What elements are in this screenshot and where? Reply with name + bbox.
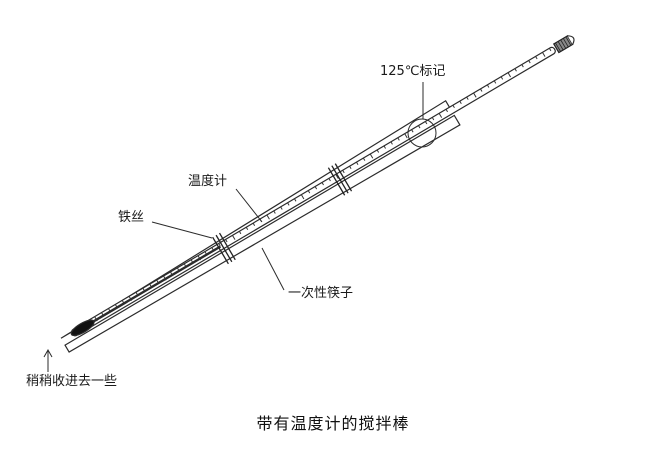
scale-tick — [459, 100, 462, 104]
label-wire: 铁丝 — [118, 210, 145, 225]
scale-tick — [548, 48, 552, 52]
scale-tick — [232, 235, 236, 240]
scale-tick — [204, 251, 207, 255]
scale-tick — [473, 92, 477, 98]
scale-tick — [390, 141, 393, 145]
scale-tick — [225, 239, 228, 243]
scale-tick — [424, 121, 428, 125]
label-thermometer: 温度计 — [188, 174, 228, 189]
scale-tick — [211, 247, 214, 251]
scale-tick — [356, 161, 359, 165]
label-125-mark: 125℃标记 — [380, 64, 446, 79]
scale-tick — [369, 153, 374, 159]
scale-tick — [452, 104, 455, 109]
scale-tick — [514, 68, 517, 72]
scale-tick — [176, 267, 180, 271]
chopstick-lower — [64, 114, 461, 353]
scale-tick — [108, 308, 111, 312]
scale-tick — [294, 198, 297, 202]
label-retract: 稍稍收进去一些 — [26, 374, 118, 389]
scale-tick — [397, 137, 400, 141]
thermometer-liquid — [82, 245, 222, 329]
scale-tick — [321, 182, 324, 186]
scale-tick — [273, 210, 276, 214]
scale-tick — [300, 194, 305, 200]
scale-tick — [535, 56, 538, 60]
scale-tick — [307, 190, 311, 194]
scale-tick — [404, 133, 408, 139]
scale-tick — [466, 96, 469, 100]
scale-tick — [328, 178, 331, 182]
scale-tick — [252, 222, 256, 226]
mark-125-circle — [407, 118, 437, 148]
scale-tick — [480, 88, 483, 92]
thermometer-scale — [94, 48, 552, 322]
scale-tick — [183, 263, 187, 267]
scale-tick — [507, 72, 512, 78]
scale-tick — [486, 84, 490, 88]
scale-tick — [528, 60, 531, 64]
scale-tick — [266, 214, 270, 220]
scale-tick — [431, 117, 435, 121]
scale-tick — [163, 275, 167, 281]
scale-tick — [142, 287, 145, 292]
chopsticks-leader — [261, 247, 285, 291]
scale-tick — [245, 226, 249, 231]
scale-tick — [114, 304, 118, 308]
label-chopsticks: 一次性筷子 — [288, 286, 354, 301]
scale-tick — [542, 52, 546, 57]
scale-tick — [500, 76, 504, 80]
scale-tick — [238, 231, 242, 235]
scale-tick — [335, 174, 339, 179]
scale-tick — [521, 64, 524, 68]
scale-tick — [121, 300, 125, 304]
wire-binding-lower — [212, 232, 236, 265]
scale-tick — [197, 255, 201, 261]
scale-tick — [170, 271, 173, 275]
wire-leader — [151, 221, 213, 239]
scale-tick — [411, 129, 414, 133]
scale-tick — [493, 80, 497, 84]
wire-binding-upper — [327, 163, 353, 196]
scale-tick — [190, 259, 194, 263]
scale-tick — [376, 149, 380, 153]
scale-tick — [101, 312, 104, 316]
scale-tick — [156, 279, 159, 283]
retract-arrow-icon — [43, 348, 53, 358]
scale-tick — [383, 145, 386, 149]
thermometer-leader — [235, 188, 263, 223]
scale-tick — [342, 170, 345, 174]
thermometer-end — [567, 35, 575, 45]
scale-tick — [135, 292, 138, 296]
scale-tick — [445, 109, 448, 113]
chopstick-upper — [60, 99, 452, 339]
scale-tick — [418, 125, 421, 129]
scale-tick — [280, 206, 283, 210]
scale-tick — [438, 113, 443, 118]
scale-tick — [362, 157, 366, 161]
scale-tick — [349, 165, 352, 170]
thermometer-bulb — [70, 319, 95, 337]
scale-tick — [314, 186, 318, 190]
scale-tick — [218, 243, 221, 247]
scale-tick — [287, 202, 290, 206]
figure-caption: 带有温度计的搅拌棒 — [256, 414, 410, 433]
scale-tick — [94, 316, 98, 322]
scale-tick — [149, 283, 152, 287]
scale-tick — [128, 296, 133, 301]
thermometer-cap-hatch — [555, 36, 572, 52]
